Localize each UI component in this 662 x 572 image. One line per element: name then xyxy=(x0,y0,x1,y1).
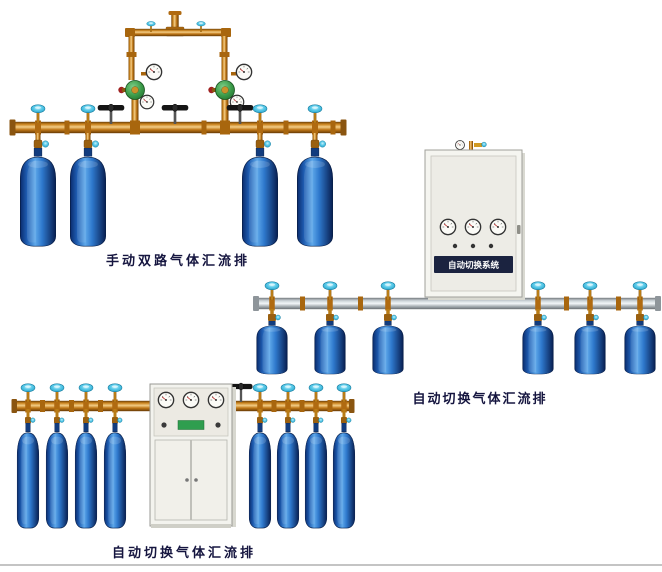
gas-cylinder xyxy=(256,309,288,375)
pressure-gauge xyxy=(207,391,225,409)
manifold-pipe xyxy=(253,296,661,311)
valve-knob xyxy=(107,383,123,402)
valve-knob xyxy=(380,281,396,300)
valve-knob xyxy=(308,383,324,402)
gas-cylinder xyxy=(624,309,656,375)
pressure-gauge xyxy=(464,218,482,236)
valve-knob xyxy=(322,281,338,300)
cabinet-lock xyxy=(517,225,521,234)
door-handle xyxy=(194,478,198,482)
product-figure-auto-switch-floor: 自动切换气体汇流排 xyxy=(10,380,358,570)
valve-knob xyxy=(20,383,36,402)
main-manifold-pipe xyxy=(9,119,347,136)
door-handle xyxy=(185,478,189,482)
gas-cylinder xyxy=(296,133,334,247)
pressure-gauge xyxy=(157,391,175,409)
valve-knob xyxy=(582,281,598,300)
control-knob xyxy=(215,422,221,428)
valve-knob xyxy=(632,281,648,300)
valve-knob xyxy=(280,383,296,402)
pressure-gauge xyxy=(182,391,200,409)
valve-knob xyxy=(252,383,268,402)
pressure-gauge xyxy=(139,94,155,110)
bottom-divider xyxy=(0,564,662,566)
gas-cylinder xyxy=(19,133,57,247)
valve-knob xyxy=(49,383,65,402)
valve-knob xyxy=(336,383,352,402)
pressure-gauge xyxy=(439,218,457,236)
pressure-regulator-left xyxy=(118,63,163,123)
product-caption: 自动切换气体汇流排 xyxy=(412,392,548,407)
gas-cylinder xyxy=(372,309,404,375)
cabinet-nameplate xyxy=(434,256,513,273)
manual-dual-manifold-illustration xyxy=(9,11,347,247)
valve-knob xyxy=(30,104,46,123)
valve-knob xyxy=(252,104,268,123)
gas-cylinder xyxy=(522,309,554,375)
gas-cylinder xyxy=(45,409,69,529)
gas-cylinder xyxy=(276,409,300,529)
gas-cylinder xyxy=(103,409,127,529)
gas-cylinder xyxy=(74,409,98,529)
valve-knob xyxy=(530,281,546,300)
auto-switch-wall-illustration: 自动切换系统 xyxy=(253,140,661,375)
pressure-regulator-right xyxy=(208,63,253,123)
black-handwheel xyxy=(97,103,125,124)
product-figure-manual-dual-manifold: 手动双路气体汇流排 xyxy=(8,10,348,272)
product-caption: 手动双路气体汇流排 xyxy=(105,254,250,269)
valve-knob xyxy=(78,383,94,402)
pressure-gauge xyxy=(145,63,163,81)
gas-cylinder xyxy=(241,133,279,247)
control-knob xyxy=(161,422,167,428)
valve-knob xyxy=(307,104,323,123)
auto-switch-floor-illustration xyxy=(11,382,356,529)
floor-control-cabinet xyxy=(149,383,236,528)
gas-cylinder xyxy=(69,133,107,247)
gas-cylinder xyxy=(574,309,606,375)
gas-cylinder xyxy=(314,309,346,375)
cabinet-label: 自动切换系统 xyxy=(448,260,500,271)
gas-cylinder xyxy=(332,409,356,529)
pressure-gauge xyxy=(489,218,507,236)
indicator-light xyxy=(452,243,458,249)
valve-knob xyxy=(80,104,96,123)
product-caption: 自动切换气体汇流排 xyxy=(111,546,256,561)
gas-cylinder xyxy=(16,409,40,529)
valve-knob xyxy=(264,281,280,300)
gas-cylinder xyxy=(248,409,272,529)
indicator-light xyxy=(488,243,494,249)
indicator-light xyxy=(470,243,476,249)
pressure-gauge xyxy=(235,63,253,81)
green-label xyxy=(177,420,205,430)
inlet-assembly xyxy=(125,11,231,80)
product-figure-auto-switch-wall: 自动切换系统 自动切换气体汇流排 xyxy=(250,140,662,412)
cabinet-door-left xyxy=(154,439,191,521)
cabinet-inlet-pipe xyxy=(455,140,487,151)
black-handwheel xyxy=(226,103,254,124)
gas-cylinder xyxy=(304,409,328,529)
black-handwheel xyxy=(161,103,189,124)
pressure-gauge xyxy=(455,140,465,150)
auto-switch-cabinet: 自动切换系统 xyxy=(424,149,525,300)
